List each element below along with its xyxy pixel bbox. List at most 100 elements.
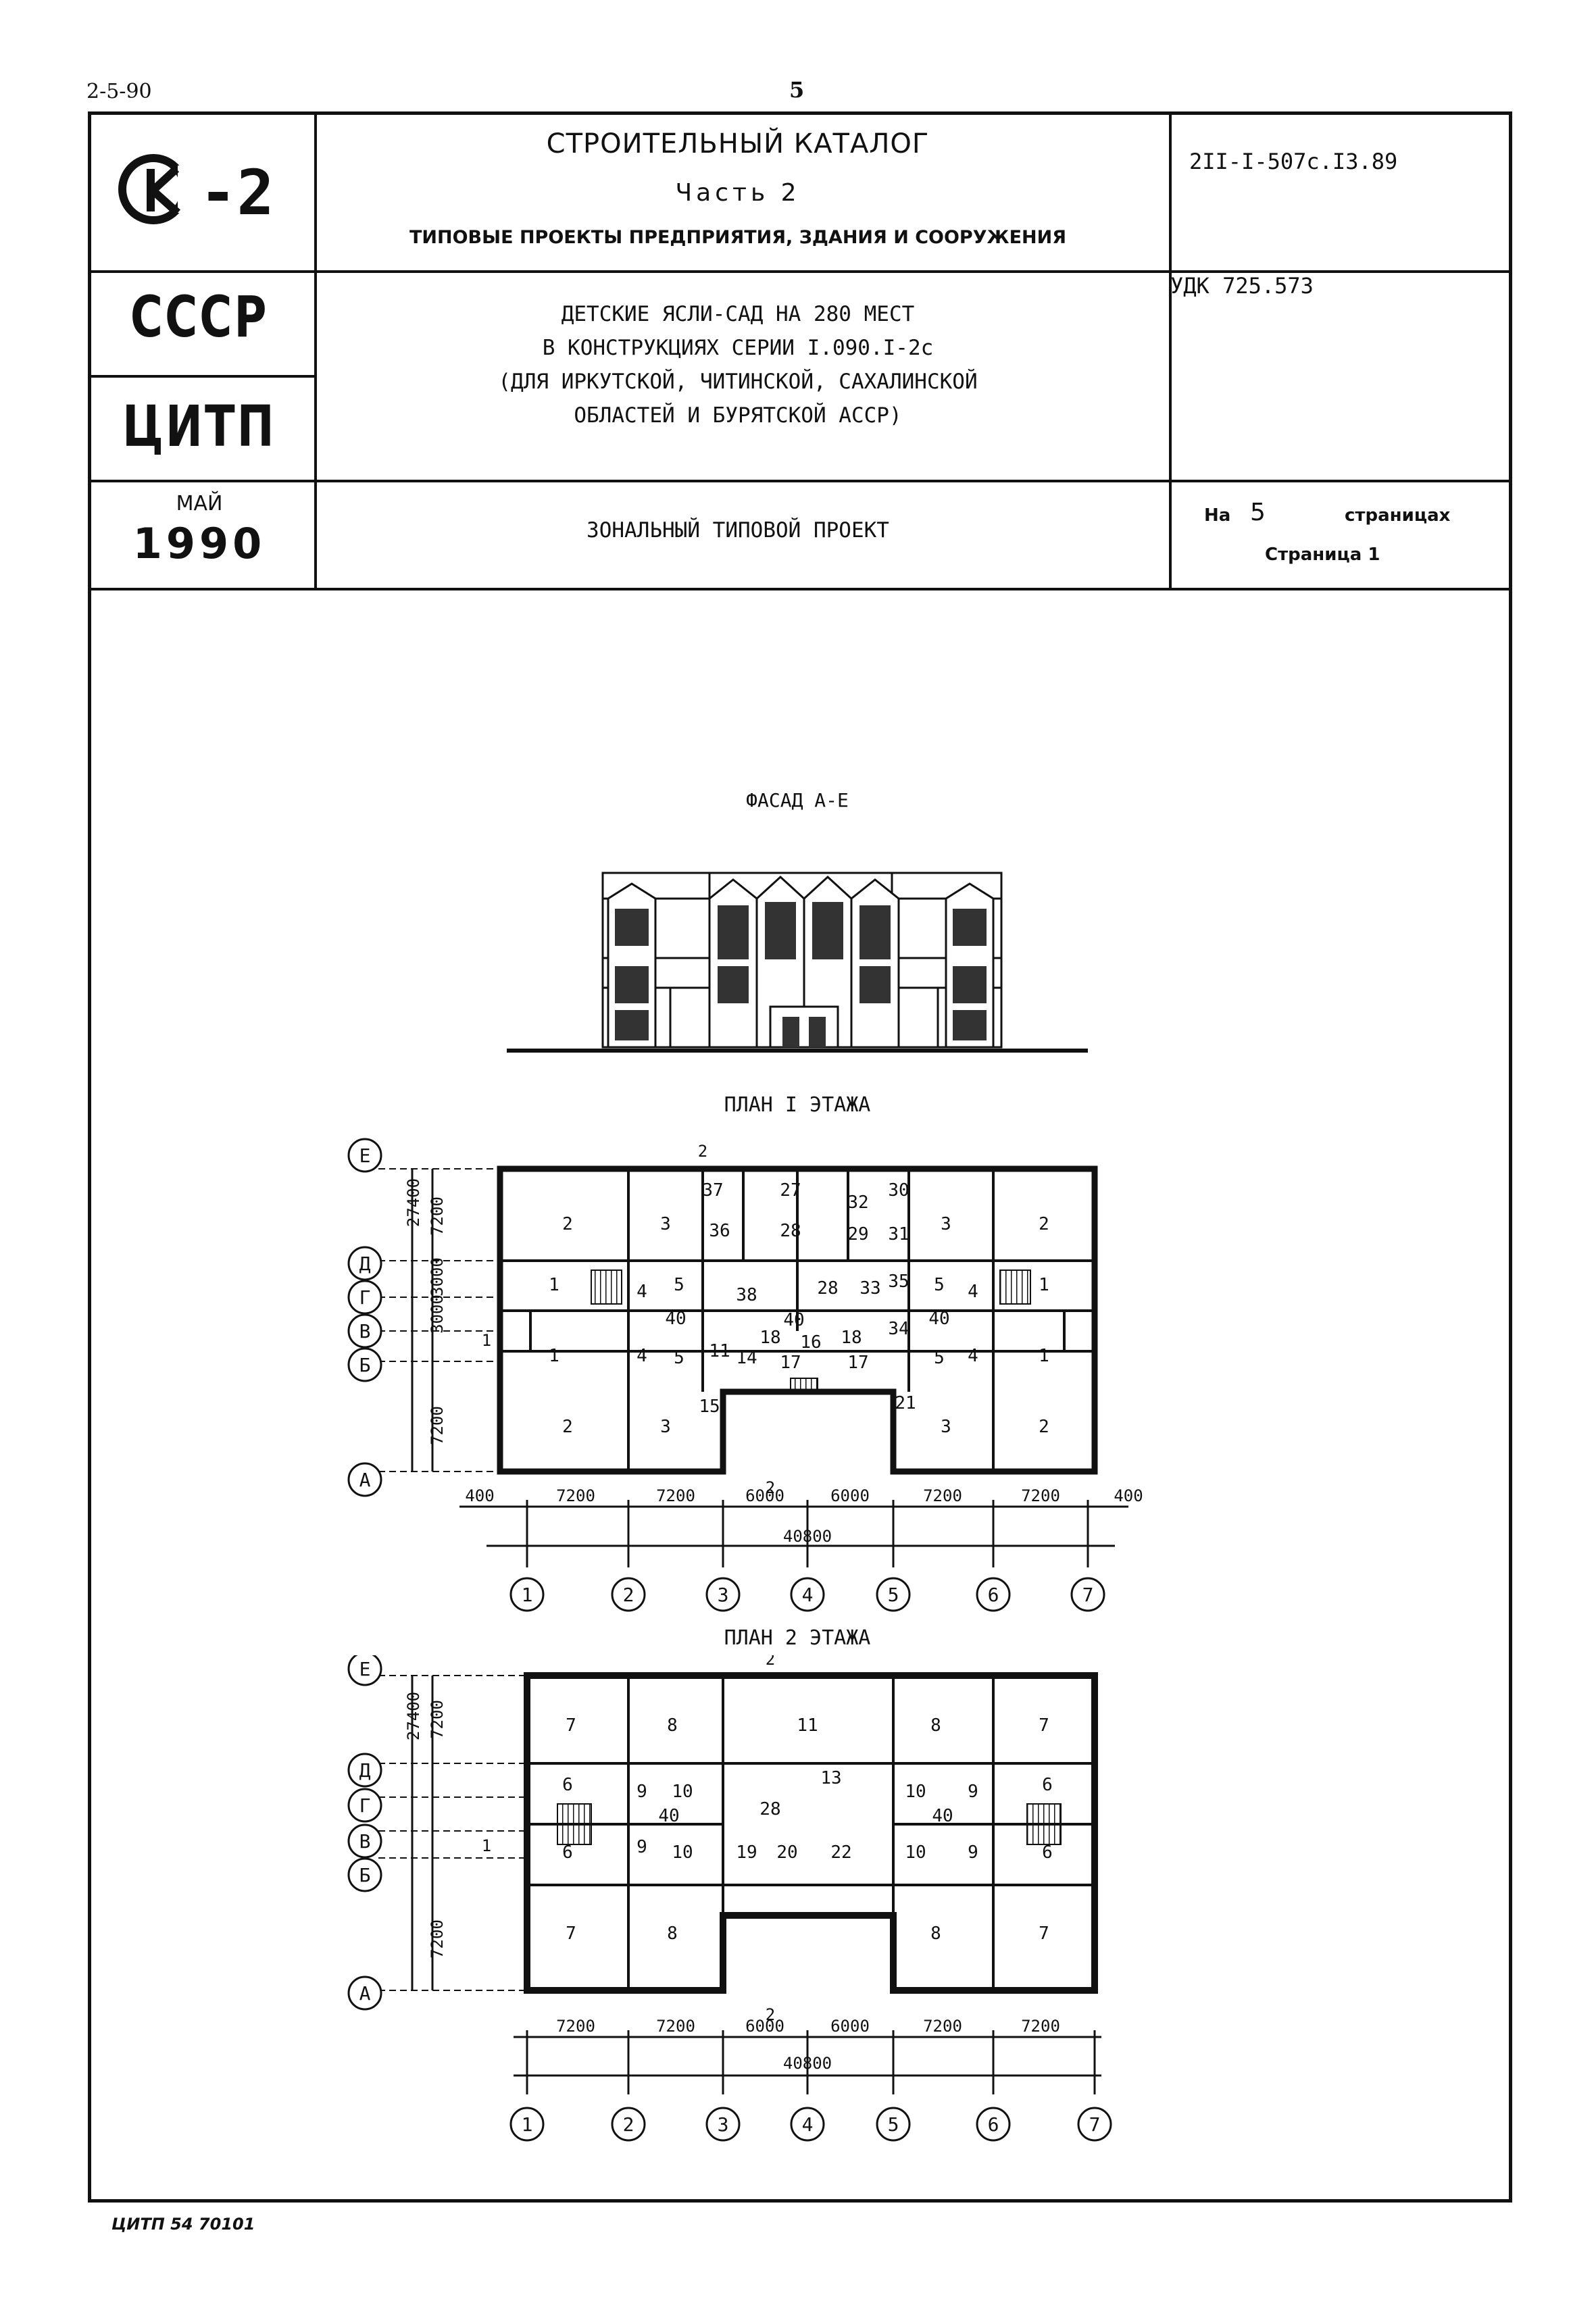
pages-suffix: страницах	[1345, 505, 1451, 526]
plan1-room: 2	[562, 1214, 573, 1234]
plan1-col-5: 5	[888, 1584, 899, 1606]
plan2-axis-A: А	[359, 1982, 371, 2005]
plan2-dim-3: 6000	[745, 2017, 784, 2036]
plan2-room: 10	[905, 1782, 926, 1802]
project-line-3: (ДЛЯ ИРКУТСКОЙ, ЧИТИНСКОЙ, САХАЛИНСКОЙ	[498, 370, 978, 394]
plan2-section-side: 1	[482, 1836, 491, 1855]
plan2-title: ПЛАН 2 ЭТАЖА	[724, 1626, 871, 1650]
issue-month: МАЙ	[176, 492, 223, 515]
plan1-dim-3: 7200	[556, 1486, 595, 1505]
catalog-part: Часть 2	[675, 179, 801, 207]
plan2-room: 20	[776, 1842, 797, 1863]
plan2-axis-E: Е	[359, 1658, 371, 1680]
plan2-vdim-1: 7200	[428, 1700, 447, 1739]
plan1-room: 29	[847, 1224, 868, 1244]
plan2-room: 6	[562, 1775, 573, 1795]
plan1-room: 2	[562, 1417, 573, 1437]
plan2-room: 7	[566, 1923, 576, 1944]
page-label: Страница 1	[1265, 545, 1380, 565]
plan1-room: 31	[888, 1224, 909, 1244]
plan1-dim-0: 400	[465, 1486, 494, 1505]
footer-code: ЦИТП 54 70101	[111, 2215, 255, 2234]
plan1-dim-7: 7200	[923, 1486, 962, 1505]
udk-code: УДК 725.573	[1170, 273, 1314, 299]
plan1-col-6: 6	[988, 1584, 999, 1606]
plan2-room: 6	[1042, 1775, 1053, 1795]
plan1-room: 16	[800, 1332, 821, 1353]
plan1-drawing: Е Д Г В Б А 1 2 3 4 5 6 7 40800 27400 72…	[347, 1138, 1143, 1612]
plan2-room: 8	[930, 1715, 941, 1736]
plan2-col-4: 4	[802, 2113, 814, 2136]
plan1-room: 33	[859, 1278, 880, 1299]
sk2-logo-icon: -2	[118, 154, 274, 229]
issue-year: 1990	[132, 519, 266, 568]
plan2-dim-4: 6000	[830, 2017, 870, 2036]
plan1-dim-6: 6000	[830, 1486, 870, 1505]
plan1-section-top: 2	[698, 1142, 707, 1161]
plan1-room: 40	[665, 1309, 686, 1329]
plan2-room: 8	[930, 1923, 941, 1944]
plan1-room: 4	[968, 1346, 978, 1366]
plan2-room: 11	[797, 1715, 818, 1736]
plan2-room: 22	[830, 1842, 851, 1863]
plan1-room: 2	[1039, 1417, 1049, 1437]
plan2-col-1: 1	[522, 2113, 533, 2136]
plan2-room: 8	[667, 1923, 678, 1944]
plan2-dim-6: 7200	[1021, 2017, 1060, 2036]
plan2-room: 40	[658, 1806, 679, 1826]
plan2-drawing: Е Д Г В Б А 1 2 3 4 5 6 7 40800 27400 72…	[347, 1655, 1112, 2142]
plan2-col-5: 5	[888, 2113, 899, 2136]
plan1-room: 3	[660, 1214, 671, 1234]
plan1-room: 17	[780, 1353, 801, 1373]
plan2-section-top: 2	[766, 1655, 775, 1669]
plan2-room: 40	[932, 1806, 953, 1826]
plan2-room: 7	[1039, 1715, 1049, 1736]
plan1-axis-A: А	[359, 1469, 371, 1491]
plan2-room: 10	[672, 1782, 693, 1802]
plan1-section-bottom: 2	[766, 1478, 775, 1497]
plan1-room: 38	[736, 1285, 757, 1305]
plan2-room: 10	[905, 1842, 926, 1863]
plan2-room: 19	[736, 1842, 757, 1863]
plan2-col-7: 7	[1089, 2113, 1101, 2136]
plan1-room: 1	[1039, 1275, 1049, 1295]
plan1-room: 37	[702, 1180, 723, 1201]
plan2-room: 8	[667, 1715, 678, 1736]
plan1-room: 4	[637, 1346, 647, 1366]
plan1-room: 3	[660, 1417, 671, 1437]
plan1-room: 15	[699, 1397, 720, 1417]
project-line-1: ДЕТСКИЕ ЯСЛИ-САД НА 280 МЕСТ	[561, 302, 915, 326]
svg-text:-2: -2	[199, 157, 274, 229]
plan2-total-depth: 27400	[404, 1692, 423, 1740]
project-type: ЗОНАЛЬНЫЙ ТИПОВОЙ ПРОЕКТ	[587, 518, 889, 543]
plan2-dim-2: 7200	[656, 2017, 695, 2036]
plan1-col-4: 4	[802, 1584, 814, 1606]
plan2-col-2: 2	[623, 2113, 634, 2136]
org-ussr: СССР	[130, 284, 269, 350]
plan1-axis-V: В	[359, 1320, 371, 1342]
plan1-room: 4	[968, 1282, 978, 1302]
sheet-code: 2-5-90	[86, 80, 152, 103]
plan2-axis-B: Б	[359, 1864, 371, 1886]
plan2-section-bottom: 2	[766, 2005, 775, 2024]
plan1-room: 5	[674, 1348, 684, 1368]
plan1-room: 36	[709, 1221, 730, 1241]
plan2-col-3: 3	[718, 2113, 729, 2136]
plan1-col-3: 3	[718, 1584, 729, 1606]
plan1-dim-4: 7200	[656, 1486, 695, 1505]
plan2-room: 13	[820, 1768, 841, 1788]
plan2-vdim-6: 7200	[428, 1919, 447, 1959]
plan1-room: 14	[736, 1348, 757, 1368]
plan1-room: 3	[941, 1417, 951, 1437]
plan1-room: 27	[780, 1180, 801, 1201]
plan2-room: 28	[759, 1799, 780, 1819]
plan1-col-7: 7	[1082, 1584, 1094, 1606]
plan1-room: 4	[637, 1282, 647, 1302]
plan1-axis-D: Д	[359, 1253, 371, 1275]
plan2-axis-G: Г	[359, 1794, 371, 1817]
plan1-room: 5	[934, 1348, 945, 1368]
plan2-dim-5: 7200	[923, 2017, 962, 2036]
plan1-section-side: 1	[482, 1331, 491, 1350]
project-line-2: В КОНСТРУКЦИЯХ СЕРИИ I.090.I-2c	[542, 336, 934, 360]
plan1-vdim-3: 3000	[428, 1294, 447, 1334]
